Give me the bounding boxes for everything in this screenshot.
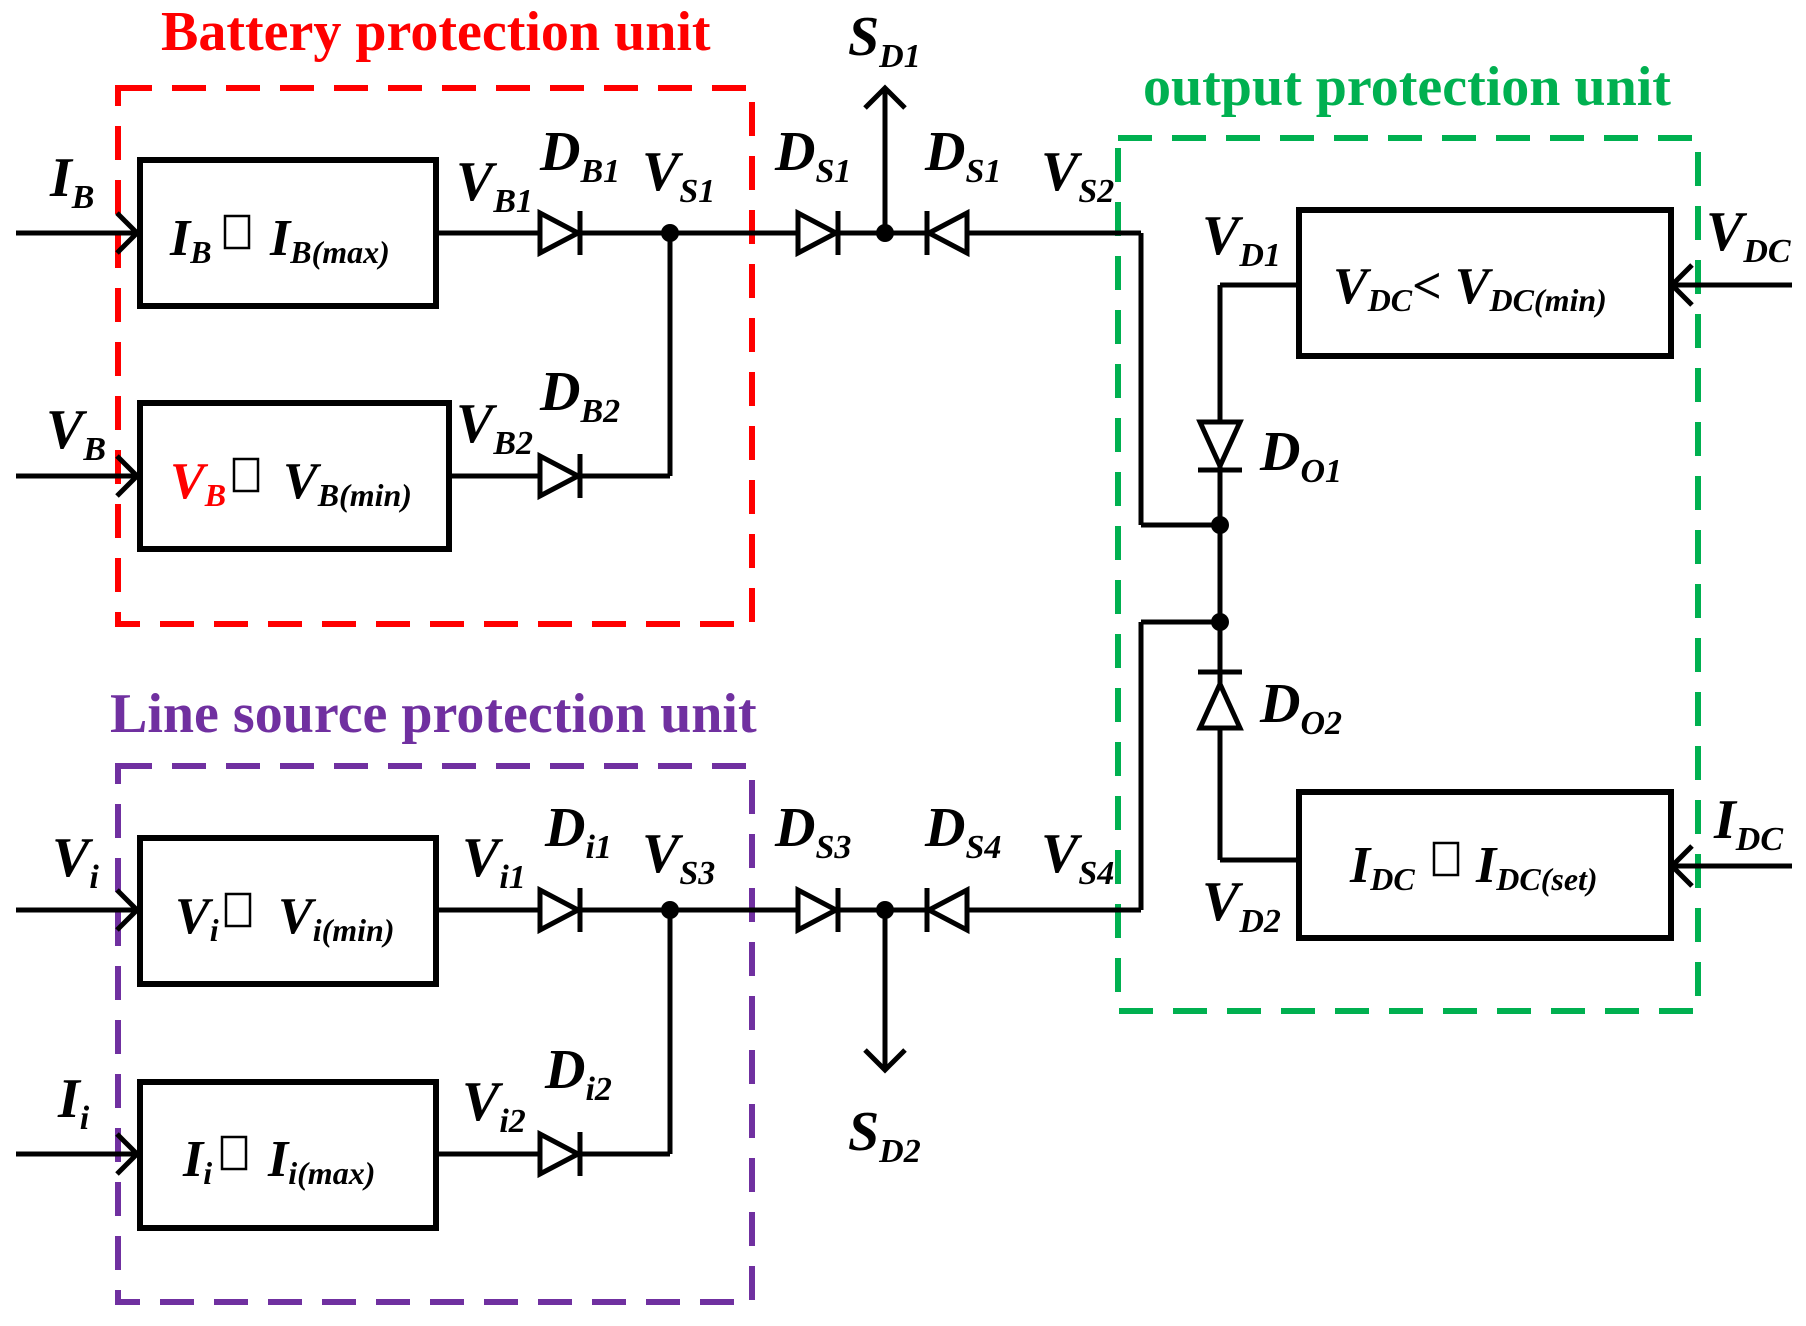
- svg-text:Vi: Vi: [175, 888, 219, 948]
- label-do1: DO1: [1259, 421, 1342, 490]
- diode-ds3: [795, 885, 842, 935]
- diode-ds1a: [795, 208, 842, 258]
- box-vi-text: Vi Vi(min): [175, 888, 394, 948]
- svg-text:IB(max): IB(max): [269, 210, 390, 270]
- label-sd2: SD2: [848, 1101, 921, 1170]
- label-vb: VB: [46, 399, 106, 468]
- label-vi: Vi: [52, 827, 99, 896]
- junction-sd2: [876, 901, 894, 919]
- label-vd1: VD1: [1202, 205, 1281, 274]
- unknown-symbol-icon: [224, 892, 252, 928]
- label-ib: IB: [49, 147, 94, 216]
- junction-vs3: [661, 901, 679, 919]
- box-ii-limit: [137, 1079, 439, 1231]
- svg-text:IDC: IDC: [1349, 837, 1415, 897]
- label-vs2: VS2: [1041, 141, 1114, 210]
- output-unit-title: output protection unit: [1143, 56, 1671, 118]
- svg-text:Ii(max): Ii(max): [267, 1131, 375, 1191]
- unknown-symbol-icon: [220, 1135, 248, 1171]
- box-vb-text: VB VB(min): [170, 453, 412, 513]
- label-vdc: VDC: [1706, 201, 1791, 270]
- box-ib-text: IB IB(max): [169, 210, 390, 270]
- junction-do1: [1211, 516, 1229, 534]
- label-vs4: VS4: [1041, 823, 1114, 892]
- diode-ds4: [923, 885, 970, 935]
- junction-do2: [1211, 613, 1229, 631]
- diode-db2: [537, 451, 584, 501]
- box-idc-text: IDC IDC(set): [1349, 837, 1598, 897]
- label-db2: DB2: [539, 361, 620, 430]
- diode-do1: [1196, 419, 1244, 473]
- label-vs1: VS1: [642, 141, 715, 210]
- svg-text:IDC(set): IDC(set): [1475, 837, 1598, 897]
- diode-db1: [537, 208, 584, 258]
- junction-sd1: [876, 224, 894, 242]
- label-do2: DO2: [1259, 673, 1342, 742]
- diode-do2: [1196, 669, 1244, 731]
- svg-text:IB: IB: [169, 210, 212, 270]
- unknown-symbol-icon: [232, 457, 260, 493]
- label-ds3: DS3: [774, 797, 851, 866]
- label-vb2: VB2: [456, 393, 533, 462]
- unknown-symbol-icon: [1432, 841, 1460, 877]
- label-idc: IDC: [1713, 789, 1783, 858]
- box-ii-text: Ii Ii(max): [182, 1131, 375, 1191]
- box-vb-limit: [137, 400, 452, 552]
- box-idc-limit: [1296, 789, 1674, 941]
- label-di2: Di2: [544, 1039, 612, 1108]
- output-unit-border: [1115, 135, 1701, 1014]
- line-unit-title: Line source protection unit: [110, 683, 757, 745]
- label-sd1: SD1: [848, 6, 921, 75]
- box-vdc-text: VDC< VDC(min): [1333, 258, 1607, 318]
- svg-text:VB(min): VB(min): [283, 453, 412, 513]
- label-di1: Di1: [544, 797, 612, 866]
- diode-di2: [537, 1129, 584, 1179]
- arrow-sd1: [863, 84, 907, 110]
- label-vs3: VS3: [642, 823, 715, 892]
- label-vi1: Vi1: [462, 827, 526, 896]
- junction-vs1: [661, 224, 679, 242]
- label-ds1a: DS1: [774, 121, 851, 190]
- box-vdc-limit: [1296, 207, 1674, 359]
- box-vi-limit: [137, 835, 439, 987]
- arrow-sd2: [863, 1048, 907, 1074]
- box-ib-limit: [137, 157, 439, 309]
- svg-text:Ii: Ii: [182, 1131, 212, 1191]
- label-ds1b: DS1: [924, 121, 1001, 190]
- label-ii: Ii: [57, 1068, 90, 1137]
- line-unit-border: [115, 763, 755, 1305]
- label-vi2: Vi2: [462, 1071, 526, 1140]
- label-ds4: DS4: [924, 797, 1001, 866]
- svg-text:VB: VB: [170, 453, 226, 513]
- diode-di1: [537, 885, 584, 935]
- label-vd2: VD2: [1202, 871, 1281, 940]
- svg-text:Vi(min): Vi(min): [278, 888, 394, 948]
- svg-text:VDC< VDC(min): VDC< VDC(min): [1333, 258, 1607, 318]
- battery-unit-border: [115, 85, 755, 627]
- label-db1: DB1: [539, 121, 620, 190]
- unknown-symbol-icon: [223, 214, 251, 250]
- diode-ds1b: [923, 208, 970, 258]
- battery-unit-title: Battery protection unit: [161, 1, 711, 63]
- label-vb1: VB1: [456, 151, 533, 220]
